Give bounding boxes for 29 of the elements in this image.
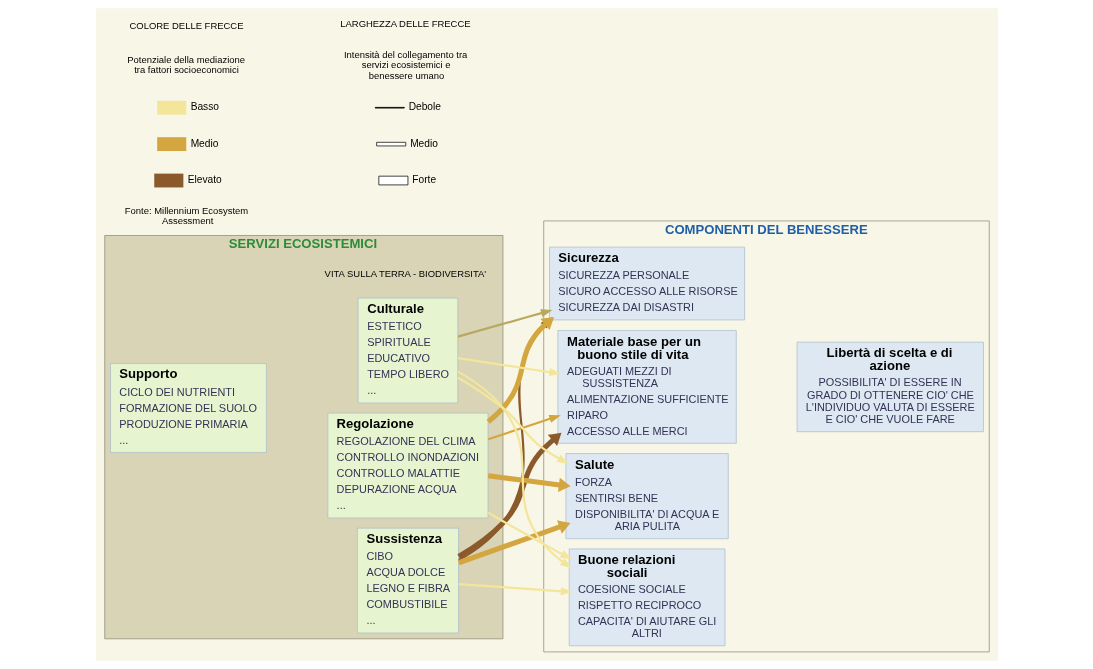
arrow [456,370,572,569]
node-box: Sicurezza SICUREZZA PERSONALE SICURO ACCESSO ALLE RISORSE SICUREZZA DAI DISASTRI [548,246,745,321]
arrow [458,583,572,596]
node-box: Libertà di scelta e di azione POSSIBILITA' DI ESSERE IN GRADO DI OTTENERE CIO' CHE L'INDIVIDUO VALUTA DI ESSERE E CIO' CHE VUOLE FARE [796,341,984,433]
label: LARGHEZZA DELLE FRECCE [339,17,471,29]
node-box: Sussistenza CIBO ACQUA DOLCE LEGNO E FIBRA COMBUSTIBILE ... [356,527,459,634]
arrow [456,376,569,464]
node-box: Supporto CICLO DEI NUTRIENTI FORMAZIONE DEL SUOLO PRODUZIONE PRIMARIA ... [109,363,267,453]
arrow [457,520,571,566]
arrow [487,473,571,493]
label: Intensità del collegamento tra servizi ecosistemici e benessere umano [343,49,467,81]
node-box: Regolazione REGOLAZIONE DEL CLIMA CONTROLLO INONDAZIONI CONTROLLO MALATTIE DEPURAZIONE ACQUA ... [327,412,488,519]
node-box: Salute FORZA SENTIRSI BENE DISPONIBILITA' DI ACQUA E ARIA PULITA [565,453,729,540]
legend-label: Debole [408,101,441,113]
arrow [487,511,572,560]
node-box: Culturale ESTETICO SPIRITUALE EDUCATIVO TEMPO LIBERO ... [357,297,458,404]
arrow [457,357,561,377]
legend-label: Elevato [187,174,222,186]
legend-label: Forte [411,174,436,186]
arrow [487,414,561,441]
node-box: Buone relazioni sociali COESIONE SOCIALE RISPETTO RECIPROCO CAPACITA' DI AIUTARE GLI ALTRI [568,548,725,647]
label: COLORE DELLE FRECCE [128,20,243,32]
legend-label: Medio [190,137,218,149]
legend-label: Medio [409,137,438,149]
label: Fonte: Millennium Ecosystem Assessment [124,204,248,227]
legend-label: Basso [190,101,219,113]
arrow [456,432,561,559]
node-box: Materiale base per un buono stile di vita ADEGUATI MEZZI DI SUSSISTENZA ALIMENTAZIONE SUFFICIENTE RIPARO ACCESSO ALLE MERCI [557,330,737,444]
label: Potenziale della mediazione tra fattori socioeconomici [126,54,245,76]
